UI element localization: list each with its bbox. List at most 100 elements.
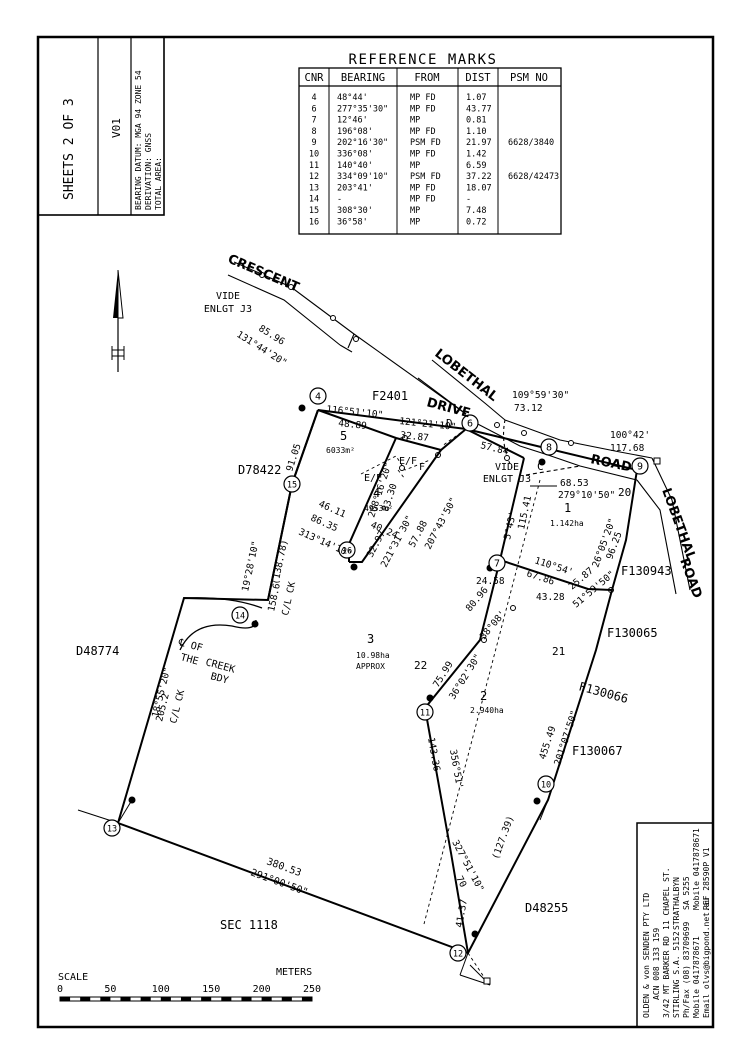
dim-b47: 356°51' [447,749,465,790]
dim-b34: 43.28 [536,592,565,603]
psm-mark-icon [483,977,491,985]
ref-header-bearing: BEARING [341,72,385,84]
ref-cell: MP [410,161,420,171]
ref-cell: 6.59 [466,161,486,171]
ref-cell: 43.77 [466,104,492,114]
parcel-sec1118: SEC 1118 [220,918,278,932]
dim-b12: 68.53 [560,478,589,489]
scale-segment [160,997,171,1001]
parcel-d78422: D78422 [238,463,281,477]
corner-16: 16 [338,541,356,559]
lot-2-number: 2 [480,689,487,703]
creek-line [183,597,263,609]
parcel-f2401: F2401 [372,389,408,403]
ref-cell: - [337,195,342,205]
dimension-labels: 85.96 131°44'20" 109°59'30" 73.12 100°42… [150,323,650,928]
street-lobethal-2: LOBETHAL [658,486,698,562]
parcel-f130065: F130065 [607,626,658,640]
dim-b46: 143.36 [425,737,442,773]
street-road-2: ROAD [676,556,704,600]
dim-b38: 36°02'30" [447,652,484,701]
dim-b7: 116°51'10" [326,404,384,421]
corner-14: 14 [231,606,249,624]
dim-b33: 24.58 [476,576,505,587]
ref-cell: 7 [311,116,316,126]
lot-4-area: 4953m² [364,504,393,513]
ref-cell: 12 [309,172,319,182]
surveyor-ref: REF 28590P V1 [702,847,711,910]
dim-b45: C/L CK [168,688,187,724]
ref-row: 14 - MP FD - [309,195,471,205]
bearing-datum: BEARING DATUM: MGA 94 ZONE 54 [134,70,143,210]
scale-segment [100,997,111,1001]
ref-cell: MP FD [410,195,436,205]
corner-label: 9 [637,462,643,473]
ref-cell: PSM FD [410,138,441,148]
lot-2-area: 2.940ha [470,706,504,715]
surveyor-postcode: SA 5255 [682,876,691,910]
ref-cell: 14 [309,195,319,205]
dim-b41: 158.6 [266,582,283,613]
easement-ef-1: E/F [364,473,382,484]
parcel-d48255: D48255 [525,901,568,915]
ref-header-from: FROM [414,72,439,84]
easement-ef-2: E/F [399,456,417,467]
ref-cell: 140°40' [337,161,373,171]
ref-cell: 4 [311,93,316,103]
scale-tick-label: 50 [104,984,116,995]
creek-label-2: THE [179,652,199,667]
ref-cell: MP [410,217,420,227]
ref-header-psm-no: PSM NO [510,72,548,84]
dim-b10: 32.87 [400,430,430,444]
ref-cell: 1.42 [466,150,486,160]
easement-d: D [446,417,453,430]
corner-label: 4 [315,392,321,403]
sheets-label: SHEETS 2 OF 3 [62,98,77,200]
dim-b51: 327°51'10" [449,838,486,894]
ref-cell: 9 [311,138,316,148]
ref-cell: - [466,195,471,205]
enlgt-label-2: ENLGT J3 [483,474,531,485]
surveyor-phone: Ph/Fax (08) 83709699 [682,921,691,1018]
scale-segment [261,997,272,1001]
ref-cell: 6 [311,104,316,114]
vide-label-2: VIDE [495,462,519,473]
ref-header-dist: DIST [465,72,491,84]
dim-b6: 117.68 [610,443,645,454]
lot-3-number: 3 [367,632,374,646]
scale-tick-label: 100 [152,984,170,995]
ref-cell: 0.81 [466,116,486,126]
corner-9: 9 [631,457,649,475]
ref-cell: 37.22 [466,172,492,182]
lot-3-approx: APPROX [356,662,385,671]
easement-c: C [537,460,544,473]
surveyor-address-2: 11 CHAPEL ST. [662,867,671,930]
ref-cell: 12°46' [337,116,368,126]
lot-1-area: 1.142ha [550,519,584,528]
easement-f: F [419,462,425,473]
corner-4: 4 [309,387,327,405]
surveyor-mobile-2: Mobile 0417878671 [692,828,701,910]
corner-label: 15 [287,481,297,491]
lot-3-area: 10.98ha [356,651,390,660]
scale-segment [241,997,252,1001]
lot-22-number: 22 [414,659,427,672]
scale-segment [120,997,131,1001]
surveyor-address-3: STIRLING S.A. 5152 [672,931,681,1018]
ref-cell: 8 [311,127,316,137]
ref-cell: 1.10 [466,127,486,137]
enlgt-label-1: ENLGT J3 [204,304,252,315]
dim-b40: (138.78) [270,539,290,586]
surveyor-email: Email olvs@bigpond.net.au [702,897,711,1018]
surveyor-address-4: STRATHALBYN [672,877,681,930]
scale-units: METERS [276,967,312,978]
